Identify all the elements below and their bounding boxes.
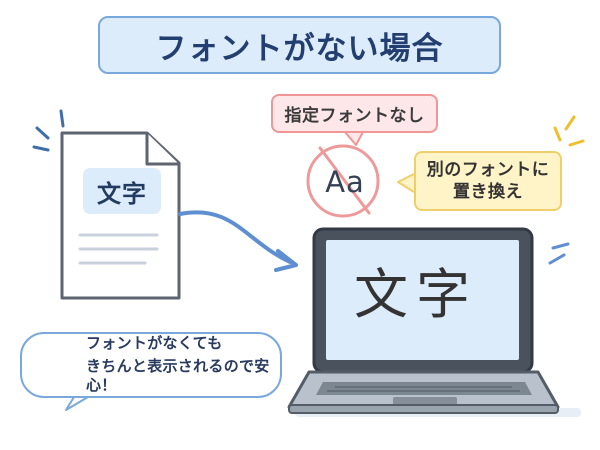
document-label: 文字 [83, 168, 161, 214]
title-banner: フォントがない場合 [98, 16, 501, 74]
doc-sparkle-icon [32, 109, 65, 152]
font-sample-text: Aa [325, 165, 365, 199]
blocked-font-icon [306, 144, 380, 218]
laptop-screen-text: 文字 [336, 253, 496, 326]
laptop-sparkle-icon [548, 242, 570, 265]
replacement-note-line-2: 置き換え [453, 182, 523, 202]
reassurance-text: フォントがなくても きちんと表示されるので安心！ [86, 334, 274, 394]
font-sample: Aa [309, 158, 381, 206]
document-icon [60, 131, 181, 300]
missing-font-note-text: 指定フォントなし [284, 106, 425, 126]
page-title: フォントがない場合 [155, 30, 444, 67]
reassurance-line-2: きちんと表示されるので安心！ [86, 356, 270, 394]
document-label-text: 文字 [97, 179, 147, 208]
reassurance-line-1: フォントがなくても [86, 333, 223, 352]
reassurance-bubble [20, 332, 282, 398]
laptop-screen-label: 文字 [354, 262, 478, 326]
missing-font-note: 指定フォントなし [271, 94, 438, 133]
laptop-icon [287, 227, 581, 417]
replacement-note: 別のフォントに 置き換え [414, 151, 562, 211]
replacement-note-line-1: 別のフォントに [426, 160, 550, 180]
yellow-sparkle-icon [553, 115, 585, 147]
replacement-note-tail [397, 173, 415, 193]
flow-arrow-icon [178, 210, 298, 272]
reassurance-bubble-tail [65, 396, 89, 411]
missing-font-note-tail [344, 131, 364, 146]
